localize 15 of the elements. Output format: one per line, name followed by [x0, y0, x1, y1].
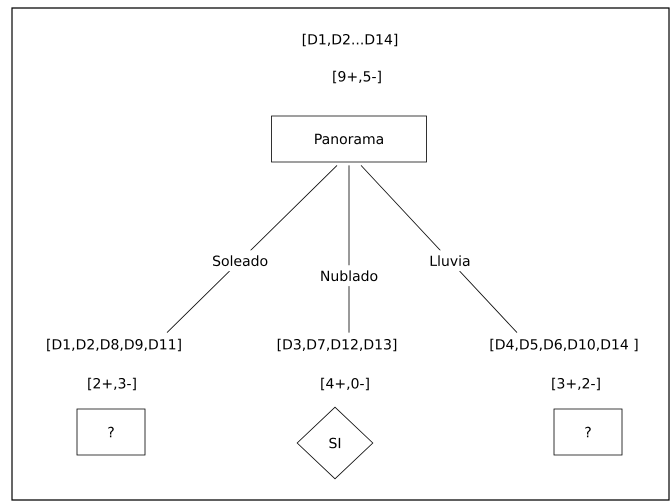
- edge-label: Nublado: [314, 265, 384, 286]
- count-label: [D1,D2...D14]: [302, 34, 398, 46]
- leaf-box: ?: [554, 408, 622, 456]
- count-label: [2+,3-]: [88, 378, 136, 390]
- subset-label: [D3,D7,D12,D13]: [278, 338, 396, 352]
- count-label: [3+,2-]: [552, 378, 600, 390]
- count-label: [4+,0-]: [321, 378, 369, 390]
- subset-label: [D4,D5,D6,D10,D14 ]: [490, 338, 638, 352]
- branch-line: [348, 165, 350, 333]
- attribute-box: Panorama: [271, 116, 427, 162]
- count-label: [9+,5-]: [333, 70, 381, 84]
- subset-label: [D1,D2,D8,D9,D11]: [47, 338, 181, 352]
- edge-label: Lluvia: [424, 250, 476, 272]
- leaf-box: ?: [76, 408, 146, 456]
- edge-label: Soleado: [207, 250, 274, 272]
